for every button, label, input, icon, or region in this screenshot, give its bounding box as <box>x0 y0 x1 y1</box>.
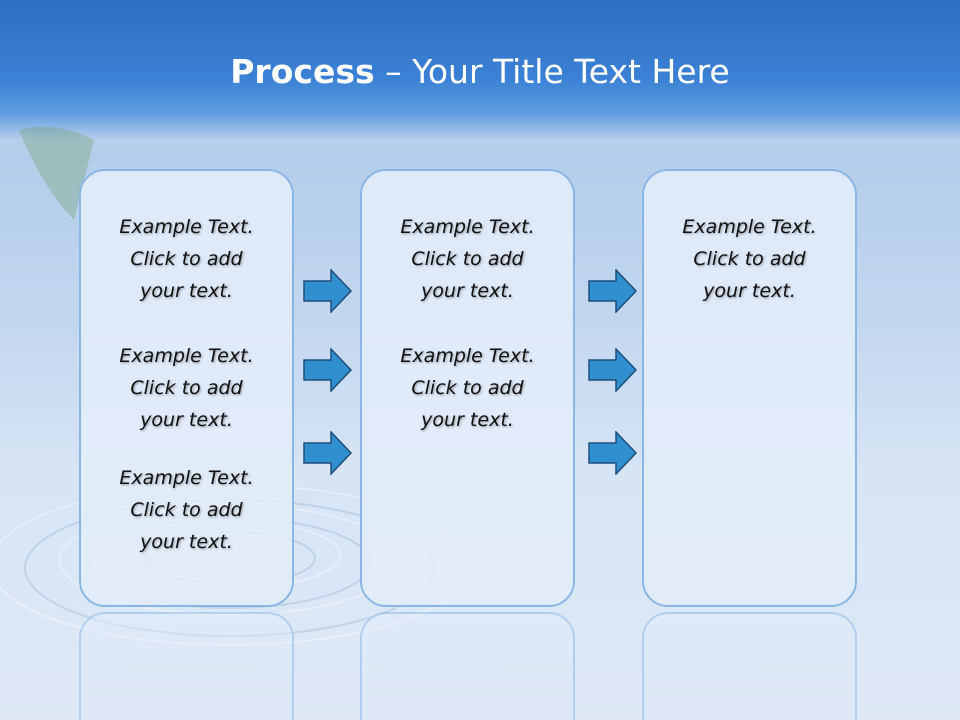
text-line: your text. <box>140 531 233 553</box>
box-reflection-1 <box>79 612 294 720</box>
title-rest: – Your Title Text Here <box>374 52 730 91</box>
page-title[interactable]: Process – Your Title Text Here <box>0 52 960 91</box>
right-arrow-icon <box>588 269 638 313</box>
right-arrow-icon <box>303 269 353 313</box>
text-line: your text. <box>421 280 514 302</box>
text-line: Example Text. <box>119 467 254 489</box>
text-line: Click to add <box>411 248 524 270</box>
text-line: Click to add <box>130 499 243 521</box>
text-block[interactable]: Example Text. Click to add your text. <box>79 462 294 558</box>
right-arrow-icon <box>303 348 353 392</box>
process-box-1[interactable] <box>79 169 294 607</box>
box-reflection-2 <box>360 612 575 720</box>
text-line: your text. <box>140 280 233 302</box>
text-block[interactable]: Example Text. Click to add your text. <box>360 340 575 436</box>
title-bold: Process <box>230 52 375 91</box>
process-box-2[interactable] <box>360 169 575 607</box>
process-box-3[interactable] <box>642 169 857 607</box>
text-block[interactable]: Example Text. Click to add your text. <box>79 211 294 307</box>
right-arrow-icon <box>588 348 638 392</box>
text-line: Example Text. <box>400 345 535 367</box>
text-line: Click to add <box>411 377 524 399</box>
text-line: Click to add <box>130 377 243 399</box>
text-block[interactable]: Example Text. Click to add your text. <box>642 211 857 307</box>
right-arrow-icon <box>588 431 638 475</box>
text-line: your text. <box>703 280 796 302</box>
text-line: your text. <box>140 409 233 431</box>
leaf-decoration <box>19 126 94 220</box>
text-block[interactable]: Example Text. Click to add your text. <box>79 340 294 436</box>
text-line: your text. <box>421 409 514 431</box>
text-line: Example Text. <box>400 216 535 238</box>
text-line: Click to add <box>693 248 806 270</box>
text-line: Example Text. <box>119 216 254 238</box>
title-banner <box>0 0 960 140</box>
text-line: Click to add <box>130 248 243 270</box>
text-line: Example Text. <box>682 216 817 238</box>
right-arrow-icon <box>303 431 353 475</box>
text-line: Example Text. <box>119 345 254 367</box>
text-block[interactable]: Example Text. Click to add your text. <box>360 211 575 307</box>
box-reflection-3 <box>642 612 857 720</box>
